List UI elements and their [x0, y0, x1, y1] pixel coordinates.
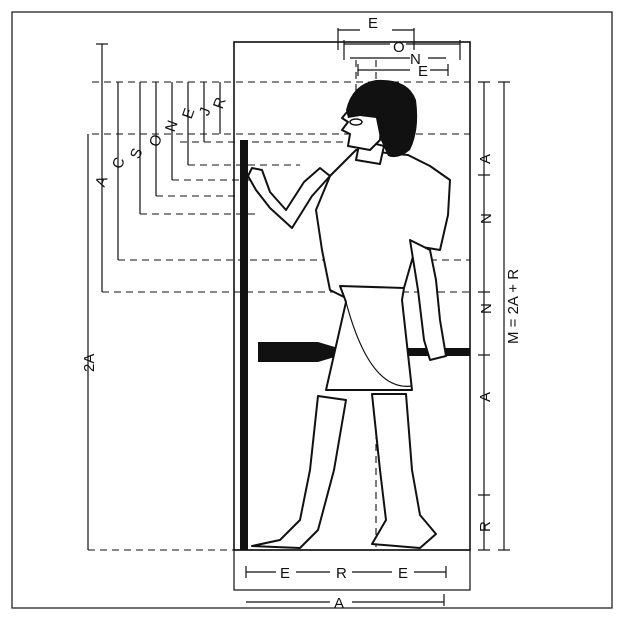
left-measures	[87, 43, 221, 550]
outer-frame	[11, 11, 613, 609]
top-measures	[337, 28, 461, 76]
left-o-label: O	[146, 132, 166, 149]
bottom-measures	[245, 566, 447, 606]
left-e-label: E	[179, 106, 198, 121]
top-n-label: N	[410, 51, 421, 68]
bottom-e-right-label: E	[398, 565, 408, 582]
right-m-formula-label: M = 2A + R	[505, 269, 522, 344]
right-n-top-label: N	[478, 213, 495, 224]
right-measures	[478, 81, 510, 551]
egyptian-figure	[240, 79, 470, 550]
bottom-a-label: A	[334, 595, 344, 612]
bottom-e-left-label: E	[280, 565, 290, 582]
top-e2-label: E	[418, 63, 428, 80]
right-n-mid-label: N	[478, 303, 495, 314]
left-c-label: C	[109, 155, 129, 171]
wig	[346, 79, 418, 158]
right-a-top-label: A	[477, 154, 494, 164]
base-rectangle	[233, 549, 471, 591]
left-a-label: A	[92, 174, 111, 189]
left-n-label: N	[162, 118, 182, 134]
right-r-label: R	[477, 521, 494, 532]
staff	[240, 140, 248, 550]
top-e-label: E	[368, 15, 378, 32]
top-o-label: O	[393, 39, 405, 56]
left-s-label: S	[127, 146, 146, 161]
left-r-label: R	[210, 95, 230, 111]
bottom-r-label: R	[336, 565, 347, 582]
right-a-low-label: A	[477, 392, 494, 402]
left-2a-label: 2A	[81, 354, 98, 372]
left-j-label: J	[196, 105, 215, 118]
